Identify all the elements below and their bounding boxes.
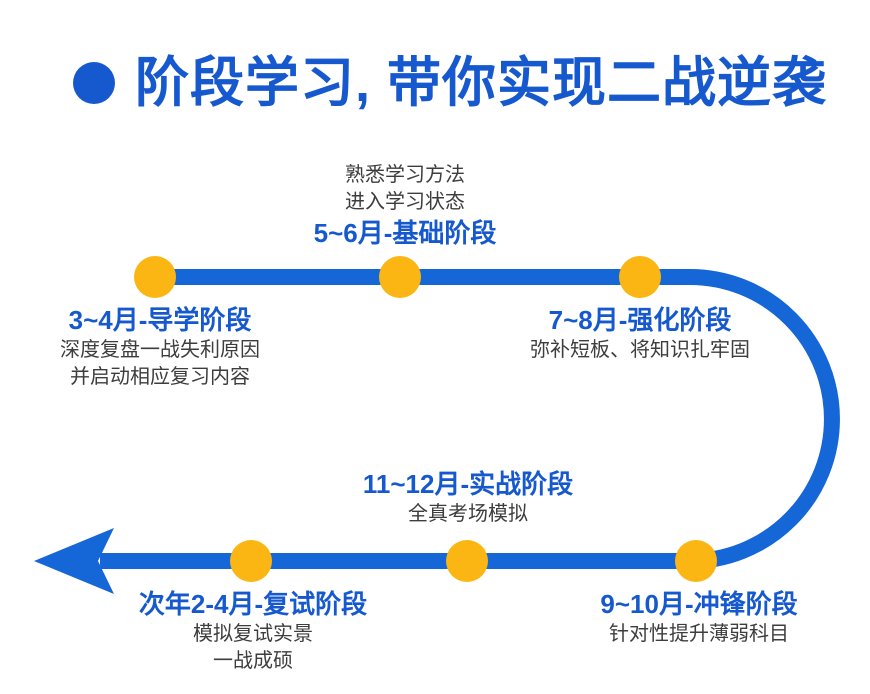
timeline-node-guide [134, 256, 176, 298]
stage-desc-line: 深度复盘一战失利原因 [60, 339, 260, 361]
title-row: 阶段学习, 带你实现二战逆袭 [73, 50, 827, 116]
stage-desc-line: 针对性提升薄弱科目 [609, 623, 789, 645]
stage-title: 次年2-4月-复试阶段 [138, 589, 368, 619]
timeline-path [100, 269, 840, 569]
stage-practice: 11~12月-实战阶段 全真考场模拟 [318, 467, 618, 528]
stage-title: 9~10月-冲锋阶段 [600, 589, 798, 619]
stage-title: 5~6月-基础阶段 [313, 218, 497, 248]
stage-desc-line: 并启动相应复习内容 [70, 366, 250, 388]
stage-guide: 3~4月-导学阶段 深度复盘一战失利原因 并启动相应复习内容 [10, 303, 310, 391]
stage-strengthen: 7~8月-强化阶段 弥补短板、将知识扎牢固 [480, 303, 800, 364]
timeline-node-retest [230, 540, 272, 582]
stage-desc-line: 全真考场模拟 [408, 503, 528, 525]
arrow-left-icon [34, 528, 114, 594]
timeline-node-foundation [379, 256, 421, 298]
stage-retest: 次年2-4月-复试阶段 模拟复试实景 一战成硕 [103, 587, 403, 675]
stage-foundation: 熟悉学习方法 进入学习状态 5~6月-基础阶段 [255, 162, 555, 250]
timeline-node-strengthen [619, 256, 661, 298]
stage-desc-line: 模拟复试实景 [193, 623, 313, 645]
stage-sprint: 9~10月-冲锋阶段 针对性提升薄弱科目 [539, 587, 859, 648]
title-bullet-icon [73, 62, 115, 104]
timeline-node-practice [446, 540, 488, 582]
stage-desc-line: 弥补短板、将知识扎牢固 [530, 339, 750, 361]
page-title: 阶段学习, 带你实现二战逆袭 [135, 53, 828, 113]
stage-desc-line: 熟悉学习方法 [345, 164, 465, 186]
stage-title: 11~12月-实战阶段 [362, 469, 574, 499]
stage-desc-line: 一战成硕 [213, 650, 293, 672]
timeline-node-sprint [675, 540, 717, 582]
stage-title: 7~8月-强化阶段 [548, 305, 732, 335]
stage-title: 3~4月-导学阶段 [68, 305, 252, 335]
stage-desc-line: 进入学习状态 [345, 191, 465, 213]
